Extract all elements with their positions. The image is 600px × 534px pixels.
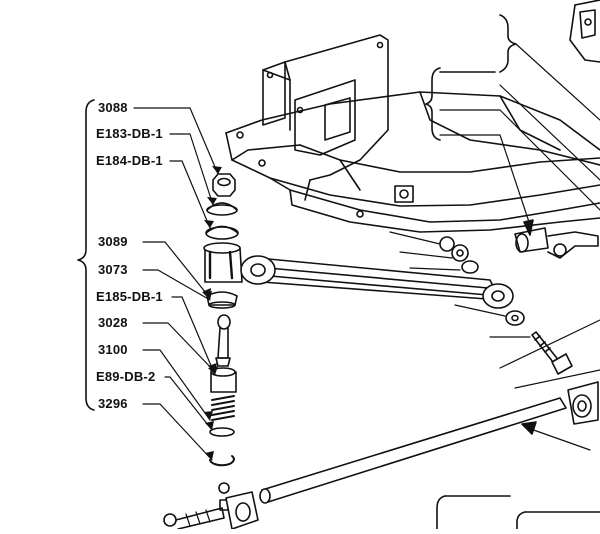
- part-label-3100: 3100: [98, 342, 128, 357]
- top-right-assembly: [569, 0, 600, 63]
- part-label-e89-db-2: E89-DB-2: [96, 369, 156, 384]
- part-label-3089: 3089: [98, 234, 128, 249]
- part-stack: [203, 173, 243, 511]
- part-label-e183-db-1: E183-DB-1: [96, 126, 163, 141]
- bolt: [489, 319, 600, 389]
- tie-rod-end: [163, 491, 259, 530]
- chassis-frame: [225, 91, 600, 233]
- leader-lines: [133, 107, 219, 461]
- part-label-3073: 3073: [98, 262, 128, 277]
- cross-bar: [259, 381, 599, 504]
- pivot-bracket: [514, 227, 599, 259]
- radius-rod: [240, 255, 514, 309]
- upper-bracket: [262, 34, 389, 201]
- part-label-3028: 3028: [98, 315, 128, 330]
- part-label-3088: 3088: [98, 100, 128, 115]
- part-label-e184-db-1: E184-DB-1: [96, 153, 163, 168]
- right-callout-braces: [425, 14, 600, 236]
- part-label-e185-db-1: E185-DB-1: [96, 289, 163, 304]
- part-label-3296: 3296: [98, 396, 128, 411]
- bottom-right-braces: [436, 495, 600, 530]
- leader-arrows: [202, 166, 222, 460]
- left-brace: [77, 99, 95, 411]
- bushing-group: [389, 231, 525, 326]
